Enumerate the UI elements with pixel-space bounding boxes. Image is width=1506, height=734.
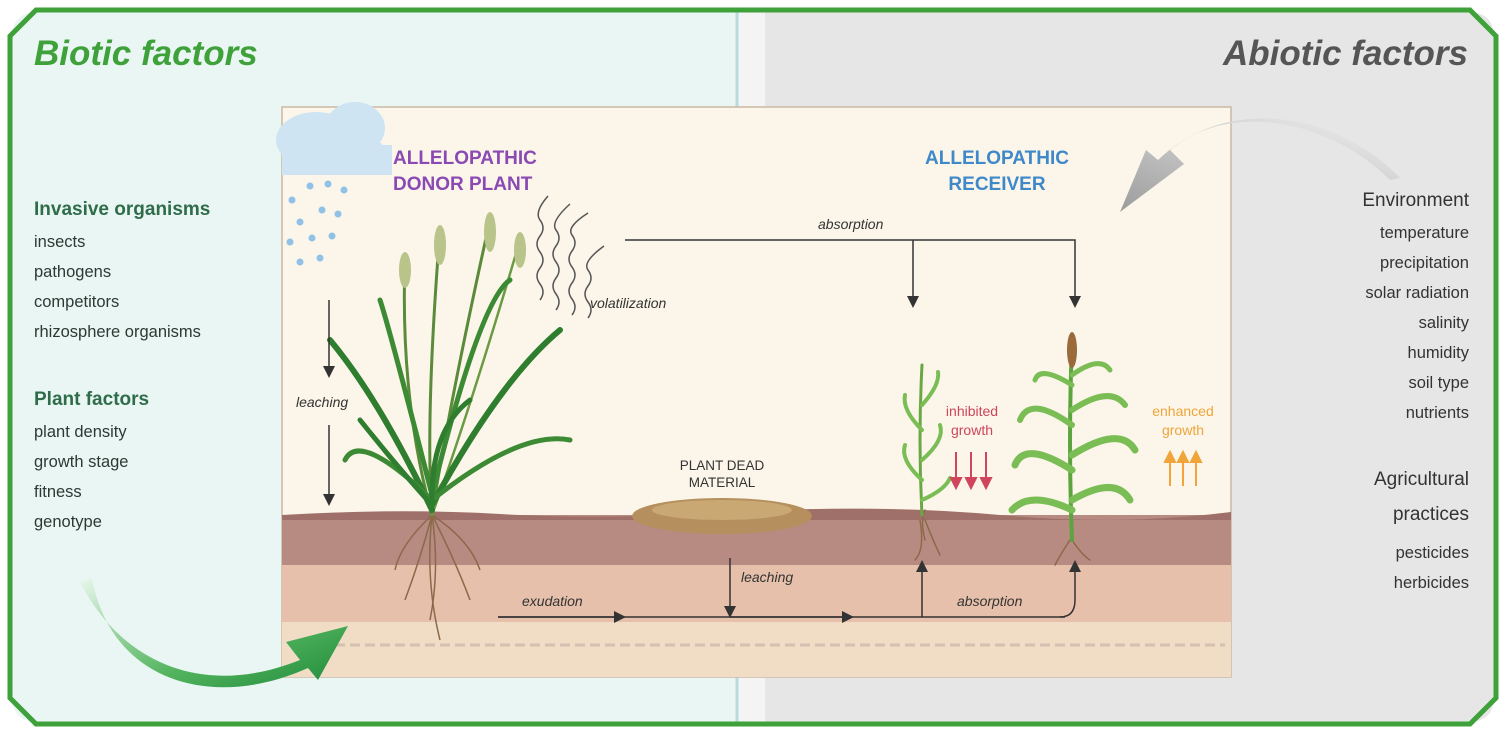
enhanced-arrows — [1165, 452, 1201, 486]
environment-group: Environment temperature precipitation so… — [1362, 190, 1469, 428]
plant-factors-group: Plant factors plant density growth stage… — [34, 389, 149, 537]
list-item: solar radiation — [1362, 278, 1469, 308]
agricultural-practices-group: Agricultural practices pesticides herbic… — [1299, 462, 1469, 598]
enhanced-line1: enhanced — [1138, 402, 1228, 421]
list-item: fitness — [34, 477, 149, 507]
receiver-title: ALLELOPATHIC RECEIVER — [907, 146, 1087, 198]
exudation-label: exudation — [522, 593, 583, 609]
absorption-top-label: absorption — [818, 216, 883, 232]
list-item: salinity — [1362, 308, 1469, 338]
plant-factors-heading: Plant factors — [34, 389, 149, 411]
list-item: precipitation — [1362, 248, 1469, 278]
donor-title-line1: ALLELOPATHIC — [393, 146, 537, 172]
inhibited-line1: inhibited — [930, 402, 1014, 421]
list-item: rhizosphere organisms — [34, 317, 210, 347]
inhibited-arrows — [951, 452, 991, 488]
absorption-soil-label: absorption — [957, 593, 1022, 609]
list-item: genotype — [34, 507, 149, 537]
inhibited-growth-label: inhibited growth — [930, 402, 1014, 440]
volatilization-label: volatilization — [590, 295, 666, 311]
dead-material-line2: MATERIAL — [662, 474, 782, 491]
biotic-factors-title: Biotic factors — [34, 34, 258, 74]
list-item: nutrients — [1362, 398, 1469, 428]
environment-heading: Environment — [1362, 190, 1469, 212]
abiotic-factors-title: Abiotic factors — [1223, 34, 1468, 74]
list-item: pesticides — [1299, 538, 1469, 568]
invasive-organisms-heading: Invasive organisms — [34, 199, 210, 221]
leaching-left-label: leaching — [296, 394, 348, 410]
list-item: herbicides — [1299, 568, 1469, 598]
receiver-title-line1: ALLELOPATHIC — [907, 146, 1087, 172]
inhibited-line2: growth — [930, 421, 1014, 440]
dead-material-line1: PLANT DEAD — [662, 457, 782, 474]
donor-plant-title: ALLELOPATHIC DONOR PLANT — [393, 146, 537, 198]
enhanced-growth-label: enhanced growth — [1138, 402, 1228, 440]
agricultural-practices-heading: Agricultural practices — [1299, 462, 1469, 532]
dead-material-label: PLANT DEAD MATERIAL — [662, 457, 782, 491]
donor-title-line2: DONOR PLANT — [393, 172, 537, 198]
list-item: pathogens — [34, 257, 210, 287]
receiver-title-line2: RECEIVER — [907, 172, 1087, 198]
list-item: insects — [34, 227, 210, 257]
soil-bottom-layer — [282, 622, 1231, 677]
leaching-soil-label: leaching — [741, 569, 793, 585]
list-item: competitors — [34, 287, 210, 317]
list-item: temperature — [1362, 218, 1469, 248]
list-item: humidity — [1362, 338, 1469, 368]
list-item: growth stage — [34, 447, 149, 477]
invasive-organisms-group: Invasive organisms insects pathogens com… — [34, 199, 210, 347]
enhanced-line2: growth — [1138, 421, 1228, 440]
list-item: plant density — [34, 417, 149, 447]
list-item: soil type — [1362, 368, 1469, 398]
